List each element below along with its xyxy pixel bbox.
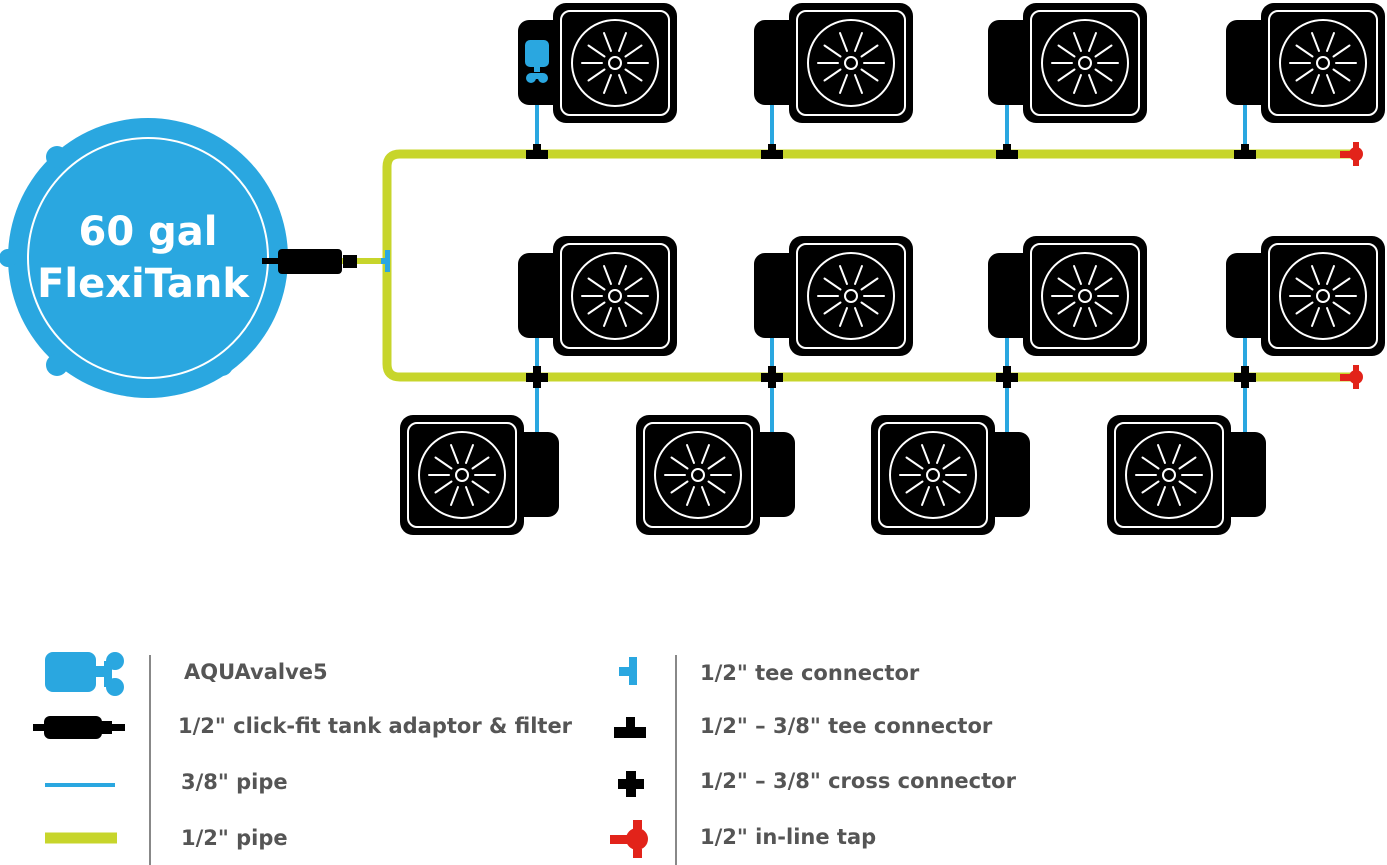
legend-label-1-2-pipe: 1/2" pipe: [181, 826, 288, 850]
tee-connector: [381, 250, 390, 272]
aquavalve-icon: [45, 652, 124, 696]
pot-row-top: [517, 2, 1386, 124]
pot-row-bottom: [399, 414, 1267, 536]
cross-connector-icon: [618, 771, 644, 797]
tank-label-line2: FlexiTank: [37, 261, 250, 307]
legend-label-tee-connector: 1/2" tee connector: [700, 661, 920, 685]
legend-label-aquavalve: AQUAvalve5: [184, 660, 328, 684]
legend-label-tank-adaptor: 1/2" click-fit tank adaptor & filter: [178, 714, 573, 738]
legend-label-3-8-pipe: 3/8" pipe: [181, 770, 288, 794]
tank-label-line1: 60 gal: [79, 209, 218, 255]
tank-adaptor-filter: [262, 249, 382, 274]
legend-label-reducing-tee: 1/2" – 3/8" tee connector: [700, 714, 993, 738]
inline-tap-icon: [610, 820, 648, 858]
tank-adaptor-filter-icon: [33, 716, 125, 739]
pot-row-middle: [517, 235, 1386, 357]
aquavalve: [525, 40, 549, 83]
legend-label-inline-tap: 1/2" in-line tap: [700, 825, 877, 849]
legend-label-cross-connector: 1/2" – 3/8" cross connector: [700, 769, 1016, 793]
tee-connector-icon: [619, 657, 637, 685]
flexitank: 60 gal FlexiTank: [0, 118, 288, 398]
tee-connector-reducing-icon: [614, 717, 646, 738]
